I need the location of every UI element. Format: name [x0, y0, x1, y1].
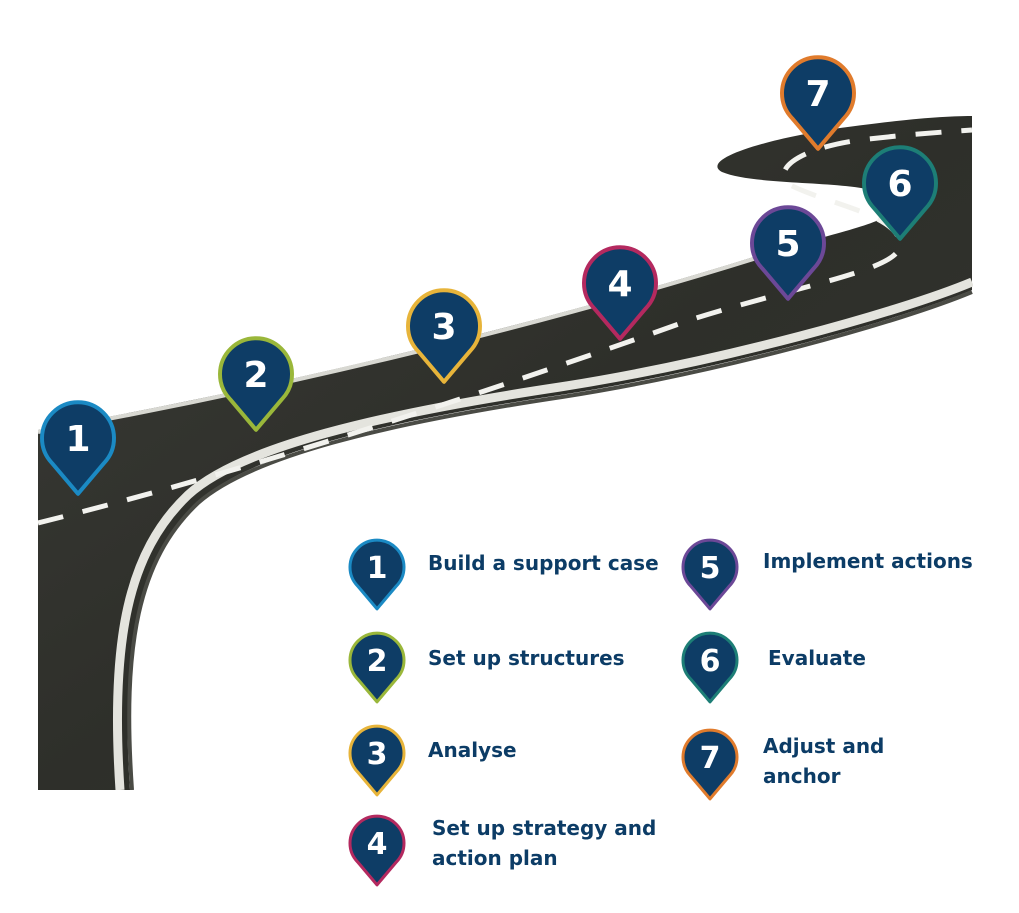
- pin-marker-icon: [681, 728, 739, 801]
- pin-number: 4: [367, 827, 388, 862]
- pin-road-6: 6: [862, 145, 938, 241]
- pin-marker-icon: [862, 145, 938, 241]
- road-surface: [38, 116, 972, 790]
- pin-marker-icon: [681, 538, 739, 611]
- pin-marker-icon: [582, 245, 658, 341]
- pin-legend-2: 2: [348, 631, 406, 704]
- road-pins: 1 2 3 4 5 6 7: [40, 55, 938, 496]
- pin-road-2: 2: [218, 336, 294, 432]
- legend-label-5: Implement actions: [763, 549, 973, 573]
- pin-number: 1: [367, 551, 388, 586]
- pin-number: 6: [887, 164, 912, 205]
- road: [38, 116, 973, 790]
- pin-road-4: 4: [582, 245, 658, 341]
- legend-label-6: Evaluate: [768, 646, 866, 670]
- pin-legend-5: 5: [681, 538, 739, 611]
- pin-legend-1: 1: [348, 538, 406, 611]
- road-edge-shoulder: [127, 290, 973, 790]
- pin-marker-icon: [681, 631, 739, 704]
- legend-label-2: Set up structures: [428, 646, 625, 670]
- pin-number: 1: [65, 419, 90, 460]
- pin-marker-icon: [348, 724, 406, 797]
- pin-marker-icon: [406, 288, 482, 384]
- pin-number: 5: [700, 551, 721, 586]
- legend-pins: 1 2 3 4 5 6 7: [348, 538, 739, 887]
- legend-label-4: Set up strategy and action plan: [432, 816, 657, 870]
- legend-label-3: Analyse: [428, 738, 517, 762]
- pin-road-3: 3: [406, 288, 482, 384]
- legend-label-7: Adjust and anchor: [763, 734, 885, 788]
- pin-road-5: 5: [750, 205, 826, 301]
- pin-number: 2: [367, 644, 388, 679]
- pin-road-1: 1: [40, 400, 116, 496]
- pin-number: 3: [431, 307, 456, 348]
- pin-number: 7: [805, 74, 830, 115]
- pin-number: 4: [607, 264, 632, 305]
- pin-number: 2: [243, 355, 268, 396]
- pin-number: 3: [367, 737, 388, 772]
- pin-marker-icon: [218, 336, 294, 432]
- pin-number: 5: [775, 224, 800, 265]
- pin-marker-icon: [750, 205, 826, 301]
- pin-legend-7: 7: [681, 728, 739, 801]
- road-center-line: [38, 127, 973, 526]
- pin-marker-icon: [348, 814, 406, 887]
- legend-label-1: Build a support case: [428, 551, 659, 575]
- pin-legend-6: 6: [681, 631, 739, 704]
- pin-marker-icon: [780, 55, 856, 151]
- pin-legend-3: 3: [348, 724, 406, 797]
- pin-number: 7: [700, 741, 721, 776]
- pin-marker-icon: [348, 631, 406, 704]
- road-edge-line: [112, 277, 973, 790]
- pin-marker-icon: [40, 400, 116, 496]
- pin-number: 6: [700, 644, 721, 679]
- pin-road-7: 7: [780, 55, 856, 151]
- pin-legend-4: 4: [348, 814, 406, 887]
- pin-marker-icon: [348, 538, 406, 611]
